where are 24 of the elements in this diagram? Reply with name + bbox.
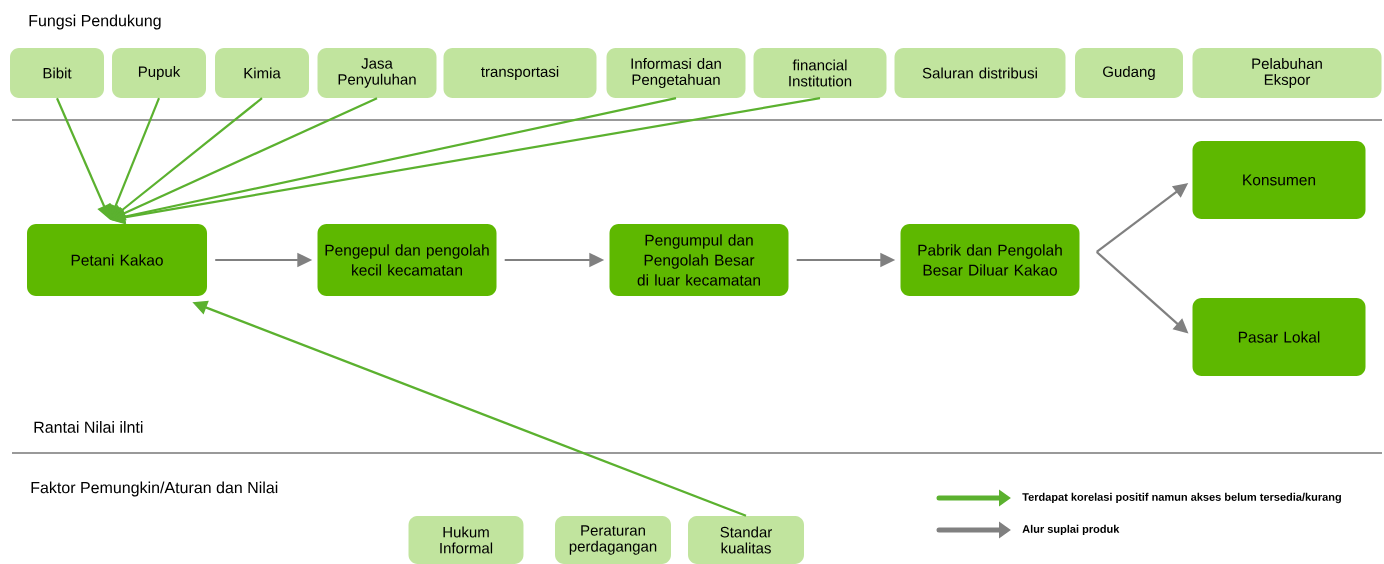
support-box: Bibit [10, 48, 104, 98]
support-box: Gudang [1075, 48, 1183, 98]
process-box: Pengepul dan pengolah kecil kecamatan [317, 224, 497, 296]
support-box: Kimia [215, 48, 309, 98]
support-box: Informasi dan Pengetahuan [606, 48, 746, 98]
legend-text: Terdapat korelasi positif namun akses belum tersedia/kurang [1022, 492, 1341, 504]
support-box: Peraturan perdagangan [555, 516, 671, 564]
legend-text: Alur suplai produk [1022, 524, 1120, 536]
support-box: Standar kualitas [688, 516, 804, 564]
section-label: Faktor Pemungkin/Aturan dan Nilai [31, 481, 278, 497]
process-box: Konsumen [1192, 141, 1366, 219]
section-label: Rantai Nilai ilnti [34, 421, 143, 433]
support-box: Pupuk [112, 48, 206, 98]
support-box: Jasa Penyuluhan [317, 48, 437, 98]
process-box: Pasar Lokal [1192, 298, 1366, 376]
support-box: Pelabuhan Ekspor [1192, 48, 1382, 98]
process-box: Petani Kakao [27, 224, 207, 296]
process-box: Pabrik dan Pengolah Besar Diluar Kakao [900, 224, 1080, 296]
support-box: financial Institution [753, 48, 887, 98]
section-label: Fungsi Pendukung [29, 14, 161, 30]
support-box: transportasi [443, 48, 597, 98]
support-box: Saluran distribusi [894, 48, 1066, 98]
support-box: Hukum Informal [408, 516, 524, 564]
process-box: Pengumpul dan Pengolah Besar di luar kecamatan [609, 224, 789, 296]
